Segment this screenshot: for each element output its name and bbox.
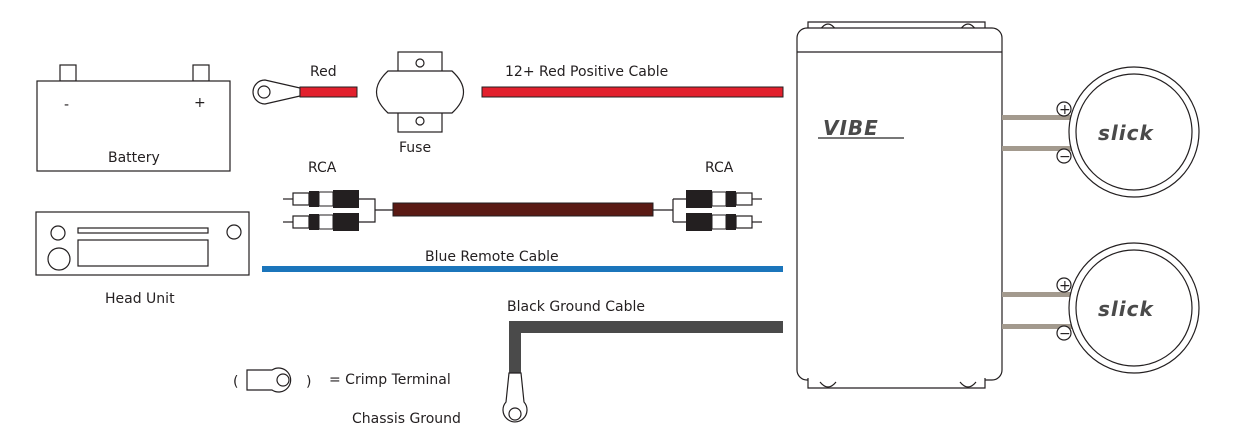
speaker-1-plus-terminal (1056, 101, 1072, 117)
rca-plug-left-bottom (283, 213, 359, 231)
speaker-1-inner-ring (1075, 73, 1193, 191)
speaker-1-minus-sign: − (1059, 149, 1071, 165)
speaker-1-logo: slick (1098, 121, 1154, 145)
red-lead-wire (299, 86, 358, 98)
battery-terminal-positive (192, 64, 210, 82)
legend-paren-close: ) (306, 374, 311, 390)
ground-cable-label: Black Ground Cable (507, 299, 645, 315)
fuse-tab-bottom-hole (415, 116, 425, 126)
fuse-label: Fuse (399, 140, 431, 156)
chassis-ground-label: Chassis Ground (352, 411, 461, 427)
rca-label-right: RCA (705, 160, 734, 176)
speaker-1-plus-sign: + (1059, 102, 1071, 118)
fuse-tab-top-hole (415, 58, 425, 68)
fuse: Fuse (375, 51, 465, 156)
remote-cable-wire (262, 266, 783, 272)
red-label: Red (310, 64, 337, 80)
chassis-ring-terminal (502, 372, 528, 423)
crimp-terminal-legend: ( ) = Crimp Terminal (233, 367, 451, 393)
rca-split-left (359, 198, 393, 223)
amplifier-logo: VIBE (823, 116, 879, 140)
speaker-2: slick + − (1002, 242, 1200, 374)
amplifier: VIBE (796, 21, 1003, 389)
rca-cable-wire (392, 202, 654, 217)
speaker-2-plus-sign: + (1059, 278, 1071, 294)
head-unit-small-knob (50, 225, 66, 241)
speaker-2-logo: slick (1098, 297, 1154, 321)
battery-label: Battery (108, 150, 160, 166)
head-unit: Head Unit (35, 211, 250, 307)
battery-lead: Red (252, 64, 358, 105)
speaker-2-wire-positive (1002, 292, 1080, 297)
positive-cable-wire (481, 86, 784, 98)
positive-cable: 12+ Red Positive Cable (481, 64, 784, 98)
speaker-2-minus-terminal (1056, 325, 1072, 341)
speaker-2-minus-sign: − (1059, 326, 1071, 342)
battery-minus-sign: - (64, 97, 69, 113)
ring-terminal-hole (257, 85, 271, 99)
speaker-2-plus-terminal (1056, 277, 1072, 293)
rca-plug-left-top (283, 190, 359, 208)
speaker-1-body (1068, 66, 1200, 198)
head-unit-display (77, 239, 209, 267)
amplifier-mount-notch-bottom-left (819, 381, 837, 388)
battery: - + Battery (36, 64, 231, 172)
amplifier-mount-bottom (807, 378, 986, 389)
battery-plus-sign: + (194, 95, 206, 111)
speaker-1-wire-positive (1002, 115, 1080, 120)
rca-label-left: RCA (308, 160, 337, 176)
speaker-2-wire-negative (1002, 324, 1080, 329)
head-unit-label: Head Unit (105, 291, 175, 307)
battery-body (36, 80, 231, 172)
rca-split-right (653, 198, 686, 223)
amplifier-body (796, 27, 1003, 381)
ground-cable-wire (509, 321, 783, 373)
speaker-1-wire-negative (1002, 146, 1080, 151)
rca-plug-right-top (686, 190, 762, 208)
legend-crimp-terminal-label: = Crimp Terminal (329, 372, 451, 388)
positive-cable-label: 12+ Red Positive Cable (505, 64, 668, 80)
battery-terminal-negative (59, 64, 77, 82)
speaker-2-body (1068, 242, 1200, 374)
chassis-ring-terminal-hole (508, 407, 522, 421)
speaker-1: slick + − (1002, 66, 1200, 198)
remote-cable-label: Blue Remote Cable (425, 249, 559, 265)
fuse-body (375, 70, 465, 114)
remote-cable: Blue Remote Cable (262, 249, 783, 272)
head-unit-cd-slot (77, 227, 209, 234)
legend-paren-open: ( (233, 374, 238, 390)
legend-crimp-terminal-hole (276, 373, 290, 387)
head-unit-right-knob (226, 224, 242, 240)
speaker-2-inner-ring (1075, 249, 1193, 367)
rca-cable: RCA RCA (283, 160, 762, 231)
speaker-1-minus-terminal (1056, 148, 1072, 164)
ground-cable: Black Ground Cable Chassis Ground (352, 299, 783, 427)
legend-crimp-terminal-icon (246, 367, 292, 393)
head-unit-large-knob (47, 247, 71, 271)
amplifier-mount-notch-bottom-right (959, 381, 977, 388)
rca-plug-right-bottom (686, 213, 762, 231)
